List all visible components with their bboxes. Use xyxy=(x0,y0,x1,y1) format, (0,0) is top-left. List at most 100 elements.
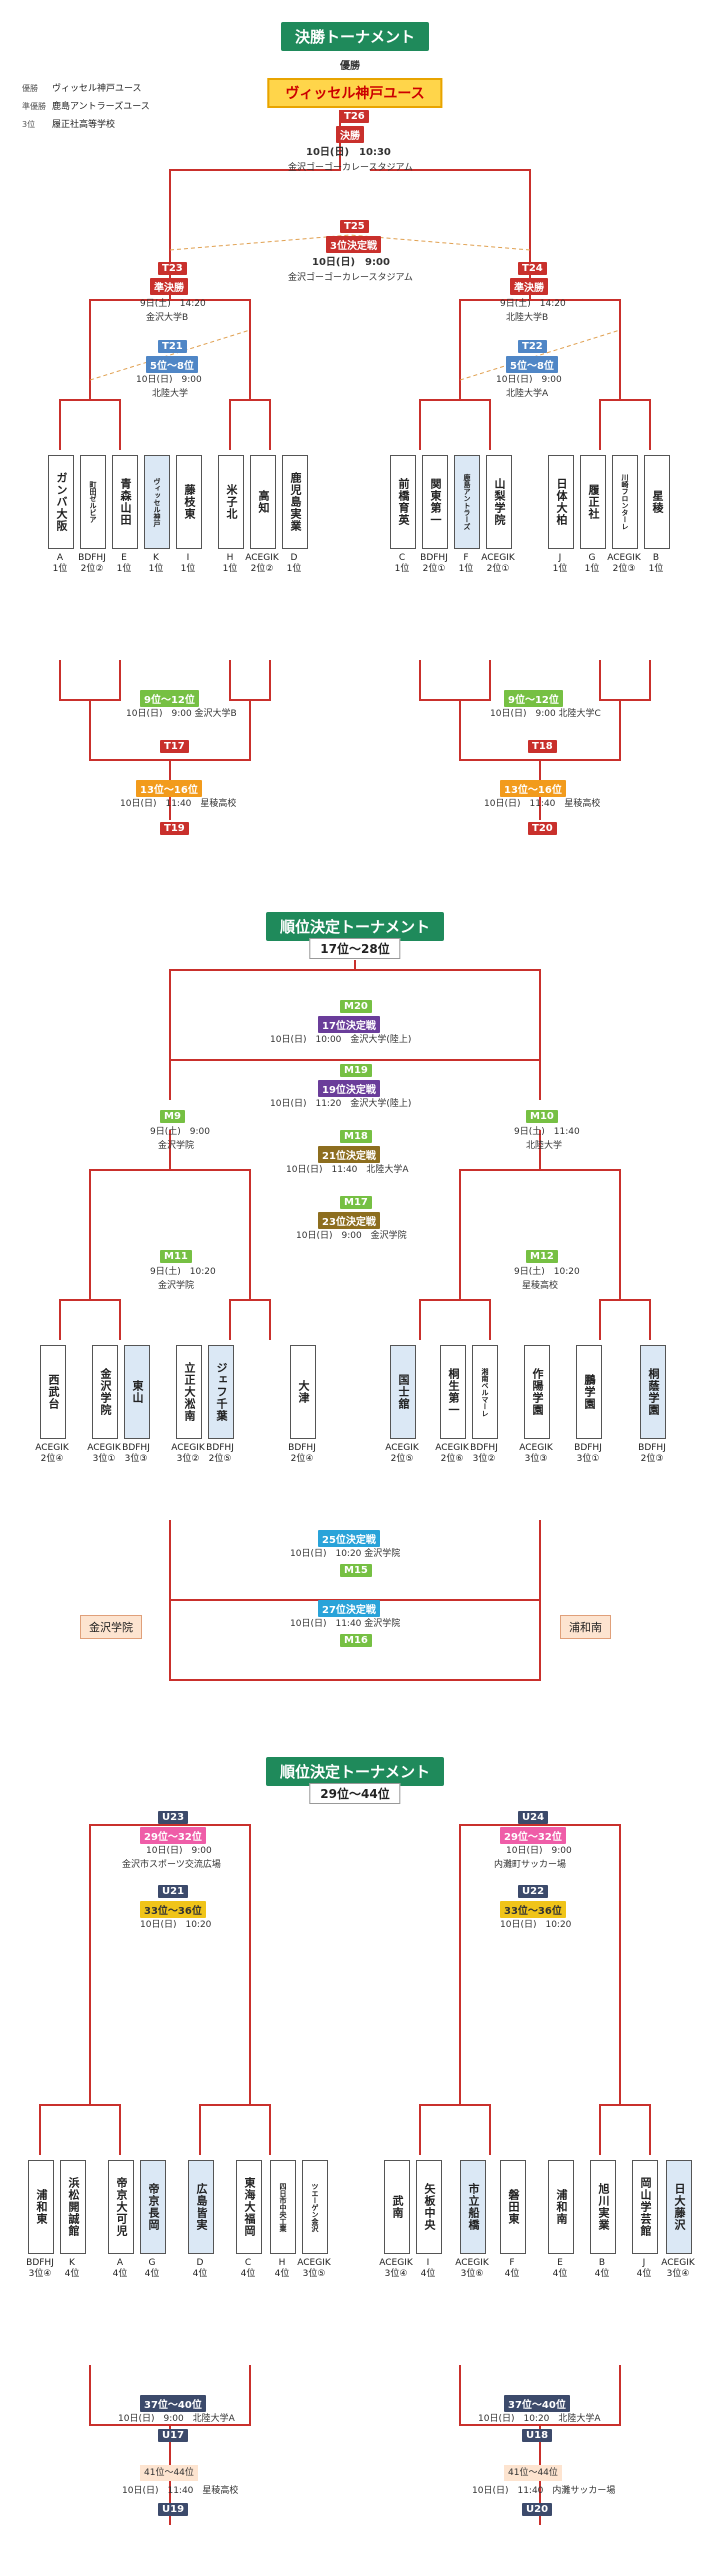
r1-team: 東山 xyxy=(124,1345,150,1439)
seed-label: D 4位 xyxy=(192,2258,208,2279)
match-U22-sub: 33位～36位 xyxy=(500,1901,566,1918)
seed-label: E 4位 xyxy=(552,2258,568,2279)
match-M20: M20 xyxy=(340,1000,372,1013)
U22-when: 10日(日) 10:20 xyxy=(500,1920,572,1930)
ranking2-bracket-lines xyxy=(39,1824,651,2525)
match-M15: M15 xyxy=(340,1564,372,1577)
match-U18: U18 xyxy=(522,2429,553,2442)
seed-label: BDFHJ 3位① xyxy=(574,1443,602,1464)
T22-when: 10日(日) 9:00 xyxy=(496,375,562,385)
match-T23: T23 xyxy=(158,262,187,275)
seed-label: BDFHJ 3位④ xyxy=(26,2258,54,2279)
ranking-17-28-section: 順位決定トーナメント 17位～28位 M20 17位決定戦 10日(日) 10:… xyxy=(0,900,710,1720)
match-M20-label: 17位決定戦 xyxy=(318,1016,380,1033)
seed-label: H 1位 xyxy=(222,553,238,574)
r2-team: 矢板中央 xyxy=(416,2160,442,2254)
seed-label: ACEGIK 2位② xyxy=(245,553,279,574)
match-T18: T18 xyxy=(528,740,557,753)
ranking-29-44-section: 順位決定トーナメント 29位～44位 U23 29位～32位 10日(日) 9:… xyxy=(0,1745,710,2560)
match-M11: M11 xyxy=(160,1250,192,1263)
U21-when: 10日(日) 10:20 xyxy=(140,1920,212,1930)
seed-label: C 4位 xyxy=(240,2258,256,2279)
T26-venue: 金沢ゴーゴーカレースタジアム xyxy=(288,163,413,173)
r1-team: 西武台 xyxy=(40,1345,66,1439)
T26-when: 10日(日) 10:30 xyxy=(306,147,391,158)
r2-team: 広島皆実 xyxy=(188,2160,214,2254)
r1-team: 立正大淞南 xyxy=(176,1345,202,1439)
match-U22: U22 xyxy=(518,1885,549,1898)
seed-label: F 4位 xyxy=(504,2258,520,2279)
finals-team: ガンバ大阪 xyxy=(48,455,74,549)
M18-when: 10日(日) 11:40 北陸大学A xyxy=(286,1165,409,1175)
U19-when: 10日(日) 11:40 星稜高校 xyxy=(122,2486,239,2496)
legend: 優勝ヴィッセル神戸ユース 準優勝鹿島アントラーズユース 3位履正社高等学校 xyxy=(22,80,150,134)
seed-label: J 4位 xyxy=(636,2258,652,2279)
match-M10: M10 xyxy=(526,1110,558,1123)
T21-venue: 北陸大学 xyxy=(152,389,189,399)
T24-when: 9日(土) 14:20 xyxy=(500,299,566,309)
match-M19-label: 19位決定戦 xyxy=(318,1080,380,1097)
match-U17-sub: 37位～40位 xyxy=(140,2395,206,2412)
seed-label: I 1位 xyxy=(180,553,196,574)
seed-label: ACEGIK 2位⑤ xyxy=(385,1443,419,1464)
T24-venue: 北陸大学B xyxy=(506,313,549,323)
match-M15-label: 25位決定戦 xyxy=(318,1530,380,1547)
seed-label: C 1位 xyxy=(394,553,410,574)
seed-label: ACEGIK 3位② xyxy=(171,1443,205,1464)
r2-team: 旭川実業 xyxy=(590,2160,616,2254)
seed-label: D 1位 xyxy=(286,553,302,574)
seed-label: I 4位 xyxy=(420,2258,436,2279)
seed-label: F 1位 xyxy=(458,553,474,574)
match-M18: M18 xyxy=(340,1130,372,1143)
T23-when: 9日(土) 14:20 xyxy=(140,299,206,309)
seed-label: BDFHJ 3位② xyxy=(470,1443,498,1464)
match-T20-sub: 13位～16位 xyxy=(500,780,566,797)
seed-label: K 4位 xyxy=(64,2258,80,2279)
r2-team: 帝京大可児 xyxy=(108,2160,134,2254)
match-U21: U21 xyxy=(158,1885,189,1898)
seed-label: K 1位 xyxy=(148,553,164,574)
M9-venue: 金沢学院 xyxy=(158,1141,195,1151)
M11-venue: 金沢学院 xyxy=(158,1281,195,1291)
r1-team: 金沢学院 xyxy=(92,1345,118,1439)
match-M17: M17 xyxy=(340,1196,372,1209)
seed-label: G 4位 xyxy=(144,2258,160,2279)
seed-label: G 1位 xyxy=(584,553,600,574)
U20-sub: 41位～44位 xyxy=(504,2465,562,2481)
match-U23: U23 xyxy=(158,1811,189,1824)
match-T18-sub: 9位～12位 xyxy=(504,690,563,707)
seed-label: ACEGIK 2位⑥ xyxy=(435,1443,469,1464)
match-T19: T19 xyxy=(160,822,189,835)
match-T25: T25 xyxy=(340,220,369,233)
U23-when: 10日(日) 9:00 xyxy=(146,1846,212,1856)
U18-when: 10日(日) 10:20 北陸大学A xyxy=(478,2414,601,2424)
match-U17: U17 xyxy=(158,2429,189,2442)
U23-venue: 金沢市スポーツ交流広場 xyxy=(122,1860,221,1870)
match-M17-label: 23位決定戦 xyxy=(318,1212,380,1229)
finals-team: 川崎フロンターレ xyxy=(612,455,638,549)
ranking1-range: 17位～28位 xyxy=(309,938,401,959)
M12-venue: 星稜高校 xyxy=(522,1281,559,1291)
r1-team: 作陽学園 xyxy=(524,1345,550,1439)
M11-when: 9日(土) 10:20 xyxy=(150,1267,216,1277)
finals-team: 山梨学院 xyxy=(486,455,512,549)
match-M16-label: 27位決定戦 xyxy=(318,1600,380,1617)
T20-when: 10日(日) 11:40 星稜高校 xyxy=(484,799,601,809)
U24-when: 10日(日) 9:00 xyxy=(506,1846,572,1856)
seed-label: H 4位 xyxy=(274,2258,290,2279)
match-T19-sub: 13位～16位 xyxy=(136,780,202,797)
finals-team: 高知 xyxy=(250,455,276,549)
match-U21-sub: 33位～36位 xyxy=(140,1901,206,1918)
match-T17: T17 xyxy=(160,740,189,753)
match-U23-sub: 29位～32位 xyxy=(140,1827,206,1844)
T25-venue: 金沢ゴーゴーカレースタジアム xyxy=(288,273,413,283)
match-T24: T24 xyxy=(518,262,547,275)
match-T22-sub: 5位～8位 xyxy=(506,356,558,373)
match-M12: M12 xyxy=(526,1250,558,1263)
r1-team: 国士舘 xyxy=(390,1345,416,1439)
M19-when: 10日(日) 11:20 金沢大学(陸上) xyxy=(270,1099,412,1109)
champion-team: ヴィッセル神戸ユース xyxy=(267,78,443,108)
local-right: 浦和南 xyxy=(560,1615,611,1639)
r2-team: 浦和南 xyxy=(548,2160,574,2254)
seed-label: BDFHJ 2位④ xyxy=(288,1443,316,1464)
